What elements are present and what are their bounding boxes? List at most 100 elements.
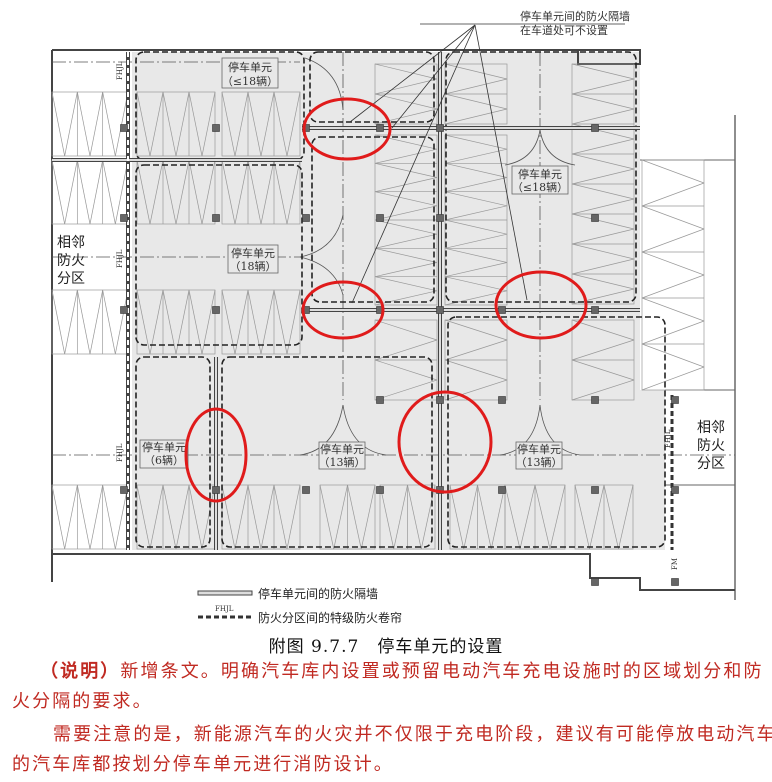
note-line-1: （说明）新增条文。明确汽车库内设置或预留电动汽车充电设施时的区域划分和防 (40, 661, 764, 682)
stall-block (136, 289, 216, 355)
stall-block (136, 484, 216, 550)
column (671, 396, 679, 404)
column (212, 124, 220, 132)
stall-block (571, 319, 635, 401)
stall-block (136, 91, 216, 157)
column (302, 124, 310, 132)
shutter-code-3: FHJL (116, 443, 124, 462)
svg-text:防火: 防火 (697, 438, 725, 454)
legend-fire-wall-label: 停车单元间的防火隔墙 (258, 587, 379, 601)
column (436, 306, 444, 314)
highlight-1 (302, 97, 392, 161)
stall-block (444, 134, 508, 306)
svg-text:（6辆）: （6辆） (144, 453, 184, 467)
svg-text:分区: 分区 (57, 271, 85, 287)
svg-text:（13辆）: （13辆） (516, 455, 563, 469)
svg-text:停车单元: 停车单元 (231, 246, 275, 260)
shutter-code-2: FHJL (116, 249, 124, 268)
unit-label-3: 停车单元 （≤18辆） (511, 165, 569, 195)
highlight-2 (301, 280, 385, 340)
column (212, 306, 220, 314)
svg-text:分区: 分区 (697, 456, 725, 472)
stall-block (374, 134, 438, 306)
svg-text:在车道处可不设置: 在车道处可不设置 (520, 23, 608, 37)
parking-unit-plan-diagram: 停车单元 （≤18辆） 停车单元 （18辆） 停车单元 （≤18辆） 停车单元 … (51, 9, 736, 619)
parking-stalls (51, 63, 705, 550)
parking-unit-borders (135, 51, 666, 548)
stall-block (374, 319, 438, 401)
svg-text:停车单元间的防火隔墙: 停车单元间的防火隔墙 (520, 9, 630, 23)
svg-text:（≤18辆）: （≤18辆） (222, 74, 278, 88)
highlight-3 (494, 270, 588, 340)
column (591, 396, 599, 404)
column (376, 486, 384, 494)
highlight-5 (397, 390, 493, 494)
shutter-code-1: FHJL (116, 61, 124, 80)
stall-block (51, 159, 129, 225)
unit-label-2: 停车单元 （18辆） (227, 244, 279, 274)
note-line-3: 需要注意的是，新能源汽车的火灾并不仅限于充电阶段，建议有可能停放电动汽车 (53, 724, 772, 745)
column (591, 124, 599, 132)
column (302, 214, 310, 222)
column (212, 214, 220, 222)
legend-shutter-label: 防火分区间的特级防火卷帘 (258, 611, 403, 625)
column (120, 124, 128, 132)
annotation: 停车单元间的防火隔墙 在车道处可不设置 (349, 9, 630, 304)
column (302, 486, 310, 494)
stall-block (571, 63, 635, 305)
column (376, 124, 384, 132)
svg-text:防火: 防火 (57, 253, 85, 269)
structural-columns (120, 124, 679, 586)
svg-text:相邻: 相邻 (57, 235, 85, 251)
legend-fire-wall-sample (197, 590, 253, 596)
unit-label-4: 停车单元 （6辆） (139, 439, 189, 469)
svg-text:相邻: 相邻 (697, 420, 725, 436)
stall-block (221, 91, 301, 157)
stall-block (444, 319, 508, 401)
note-line-2: 火分隔的要求。 (12, 691, 153, 712)
svg-text:（18辆）: （18辆） (230, 259, 277, 273)
column (498, 396, 506, 404)
column (120, 306, 128, 314)
stall-block (51, 484, 129, 550)
stall-block (641, 159, 705, 391)
highlight-ellipses (184, 97, 588, 503)
column (591, 486, 599, 494)
note-label: （说明） (40, 661, 121, 682)
stall-block (51, 289, 129, 355)
stall-block (449, 484, 506, 550)
column (120, 214, 128, 222)
column (436, 124, 444, 132)
svg-text:（≤18辆）: （≤18辆） (512, 180, 568, 194)
stall-block (51, 91, 129, 157)
column (498, 486, 506, 494)
svg-text:停车单元: 停车单元 (320, 442, 364, 456)
column (376, 214, 384, 222)
legend-shutter-sample: FHJL (198, 605, 252, 619)
highlight-4 (184, 407, 248, 503)
column (591, 306, 599, 314)
turning-curves (299, 57, 581, 456)
door-code: FM (671, 558, 679, 570)
column (591, 578, 599, 586)
column (436, 214, 444, 222)
column (436, 396, 444, 404)
column (376, 396, 384, 404)
svg-text:（13辆）: （13辆） (319, 455, 366, 469)
stall-block (504, 484, 566, 550)
stall-block (319, 484, 376, 550)
shutter-code-4: FHJL (664, 429, 672, 448)
unit-label-1: 停车单元 （≤18辆） (221, 57, 279, 89)
svg-text:停车单元: 停车单元 (517, 442, 561, 456)
adjacent-zone-left: 相邻 防火 分区 (57, 235, 85, 287)
column (591, 214, 599, 222)
svg-text:停车单元: 停车单元 (142, 440, 186, 454)
stall-block (574, 484, 634, 550)
note-line-4: 的汽车库都按划分停车单元进行消防设计。 (12, 754, 394, 775)
column (671, 578, 679, 586)
svg-text:停车单元: 停车单元 (518, 167, 562, 181)
figure-caption: 附图 9.7.7 停车单元的设置 (268, 637, 504, 657)
fire-walls (52, 52, 674, 550)
svg-text:停车单元: 停车单元 (228, 60, 272, 74)
column (498, 306, 506, 314)
